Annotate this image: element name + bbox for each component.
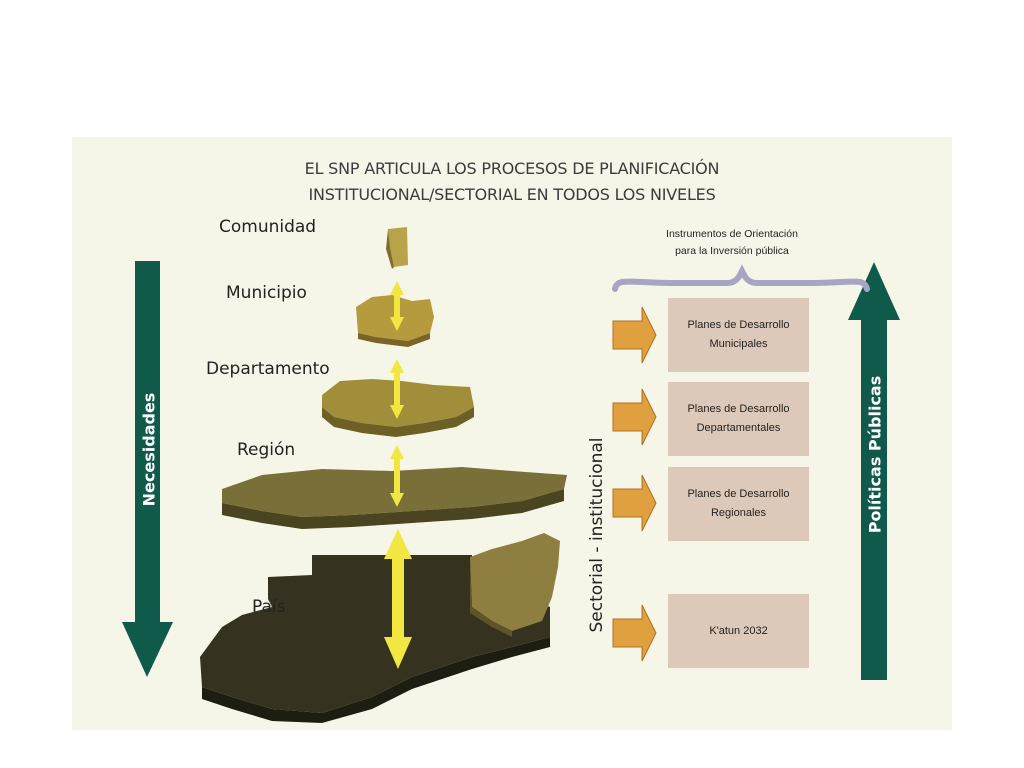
- necesidades-arrow: [122, 261, 173, 677]
- diagram-title-line1: EL SNP ARTICULA LOS PROCESOS DE PLANIFIC…: [304, 159, 720, 178]
- plan-box-line1: K'atun 2032: [709, 624, 768, 637]
- plan-box-line1: Planes de Desarrollo: [687, 319, 790, 331]
- instruments-brace: [612, 264, 870, 292]
- plan-box-departamentales: Planes de Desarrollo Departamentales: [668, 382, 809, 456]
- level-label-pais: País: [252, 597, 286, 617]
- level-label-region: Región: [237, 440, 296, 460]
- diagram-graphics: [122, 227, 900, 723]
- orange-arrows: [612, 306, 657, 662]
- instruments-heading: Instrumentos de Orientación para la Inve…: [632, 226, 832, 260]
- plan-box-katun: K'atun 2032: [668, 594, 809, 668]
- yellow-double-arrows: [384, 281, 412, 669]
- instruments-heading-line1: Instrumentos de Orientación: [666, 228, 798, 240]
- diagram-panel: EL SNP ARTICULA LOS PROCESOS DE PLANIFIC…: [72, 137, 952, 730]
- plan-box-line1: Planes de Desarrollo: [687, 403, 790, 415]
- politicas-arrow: [848, 262, 900, 680]
- necesidades-label: Necesidades: [139, 392, 159, 507]
- level-label-comunidad: Comunidad: [219, 217, 317, 237]
- plan-box-line2: Regionales: [710, 507, 767, 519]
- plan-box-line1: Planes de Desarrollo: [687, 488, 790, 500]
- sectorial-institucional-label: Sectorial - institucional: [587, 437, 607, 633]
- plan-box-line2: Municipales: [709, 338, 768, 350]
- pais-map-shape: [200, 555, 550, 723]
- plan-box-regionales: Planes de Desarrollo Regionales: [668, 467, 809, 541]
- diagram-title-line2: INSTITUCIONAL/SECTORIAL EN TODOS LOS NIV…: [308, 185, 716, 204]
- level-label-municipio: Municipio: [226, 283, 307, 303]
- plan-box-line2: Departamentales: [696, 422, 781, 434]
- plan-box-municipales: Planes de Desarrollo Municipales: [668, 298, 809, 372]
- level-label-departamento: Departamento: [206, 359, 330, 379]
- instruments-heading-line2: para la Inversión pública: [675, 245, 789, 257]
- pais-region-detail-shape: [470, 533, 560, 637]
- politicas-publicas-label: Políticas Públicas: [865, 375, 885, 534]
- comunidad-map-shape: [386, 227, 408, 269]
